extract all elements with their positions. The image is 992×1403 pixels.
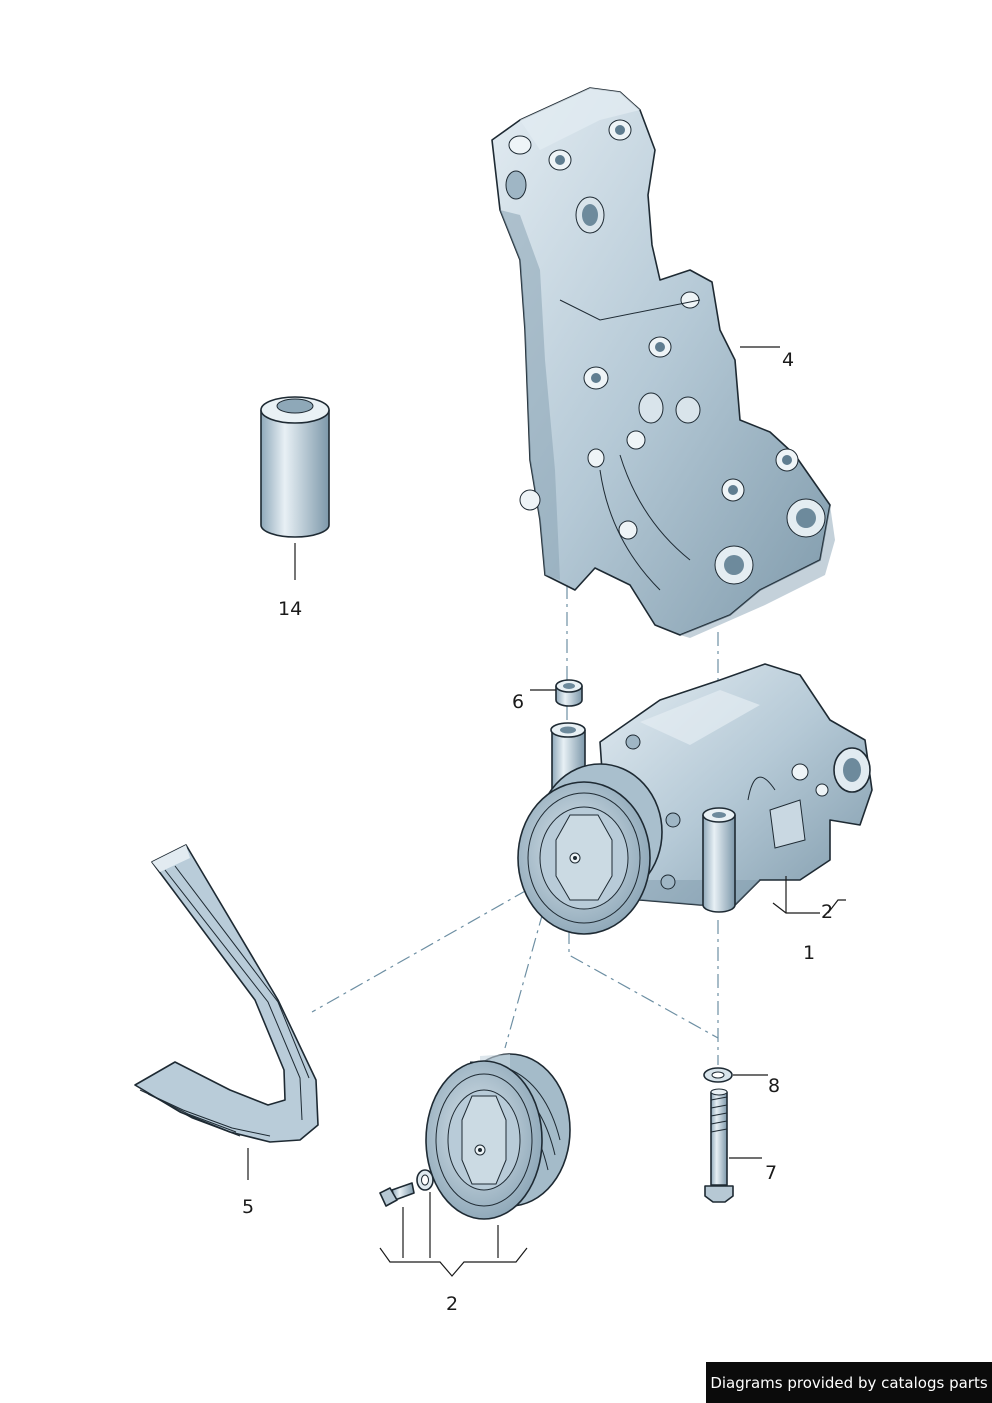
bolt-part-7: [704, 1088, 734, 1203]
callout-14: 14: [278, 598, 302, 620]
credit-banner: Diagrams provided by catalogs parts: [706, 1362, 992, 1403]
leader-lines: [247, 346, 846, 1277]
callout-6: 6: [512, 691, 524, 713]
callout-5: 5: [242, 1196, 254, 1218]
callout-1: 1: [803, 942, 815, 964]
callout-2-upper: 2: [821, 901, 833, 923]
compressor-part-1: [517, 663, 873, 935]
sleeve-part-14: [260, 396, 330, 538]
callout-4: 4: [782, 349, 794, 371]
callout-8: 8: [768, 1075, 780, 1097]
callout-2-lower: 2: [446, 1293, 458, 1315]
callout-labels: 4 14 6 2 1 8 7 5 2: [242, 349, 833, 1315]
belt-part-5: [134, 844, 319, 1143]
bush-part-6: [555, 679, 583, 707]
pulley-part-2: [379, 1053, 571, 1220]
bracket-part-4: [491, 87, 835, 638]
washer-part-8: [703, 1067, 733, 1083]
callout-7: 7: [765, 1162, 777, 1184]
